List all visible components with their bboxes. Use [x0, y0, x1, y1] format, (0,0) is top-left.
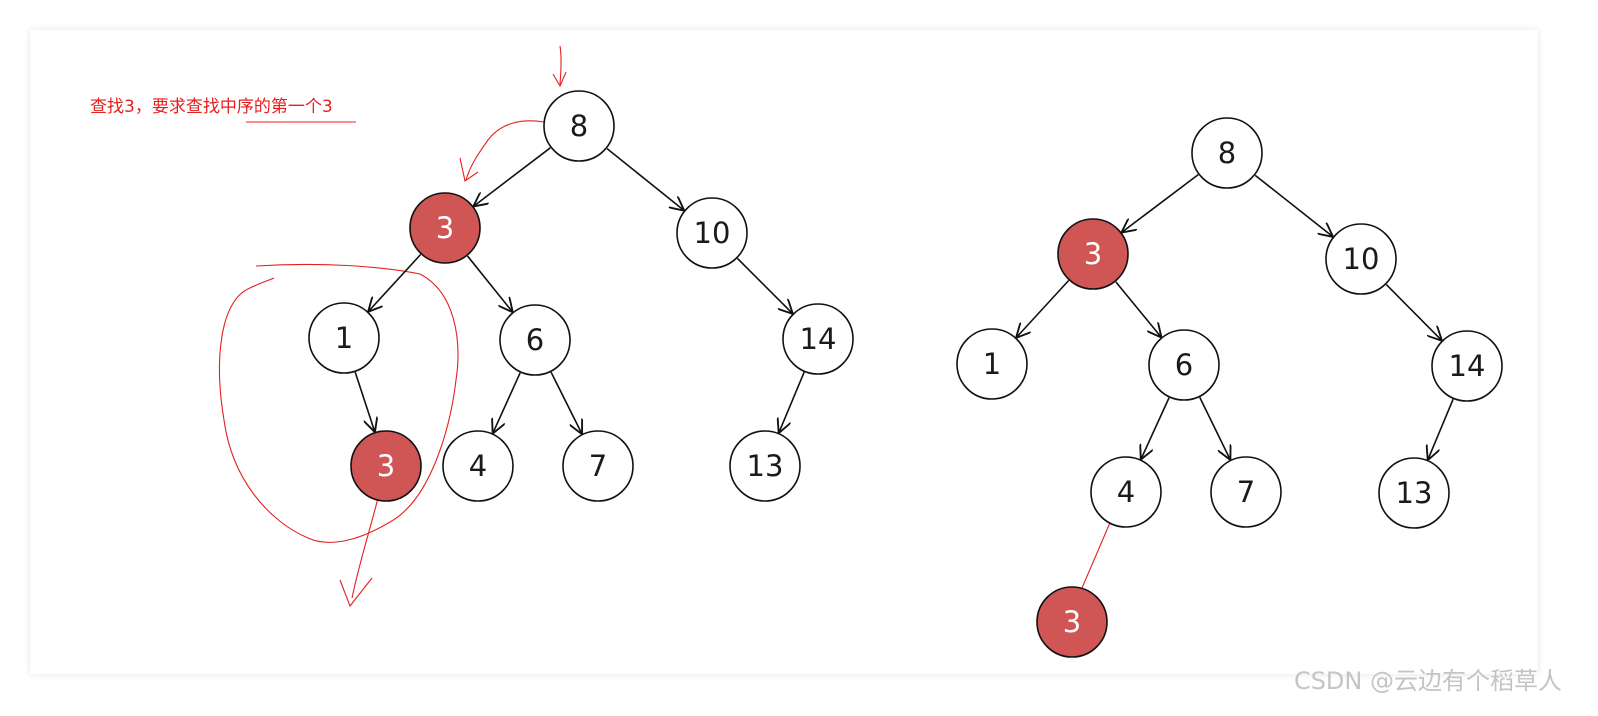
node-circle [499, 304, 571, 376]
node-circle [1431, 330, 1503, 402]
tree-node: 1 [308, 302, 380, 374]
tree-edge [1017, 279, 1070, 337]
node-circle [1148, 329, 1220, 401]
annotation-text: 查找3，要求查找中序的第一个3 [90, 97, 333, 117]
tree-node-highlighted: 3 [409, 192, 481, 264]
node-label: 13 [1396, 476, 1433, 510]
tree-edge [1254, 174, 1332, 236]
tree-node: 13 [1378, 457, 1450, 529]
tree-edge [779, 371, 805, 432]
tree-node-highlighted: 3 [1036, 586, 1108, 658]
node-label: 7 [1237, 475, 1255, 509]
tree-edge [1115, 281, 1161, 337]
tree-edge [474, 147, 551, 206]
node-circle [1057, 218, 1129, 290]
node-circle [562, 430, 634, 502]
tree-node: 8 [1191, 117, 1263, 189]
node-circle [1325, 223, 1397, 295]
diagram-card [30, 30, 1538, 674]
node-label: 4 [1117, 475, 1135, 509]
node-label: 7 [589, 449, 607, 483]
node-label: 6 [1175, 348, 1193, 382]
node-label: 3 [1084, 237, 1102, 271]
tree-edge [1199, 396, 1230, 458]
node-circle [409, 192, 481, 264]
tree-node: 14 [782, 303, 854, 375]
node-label: 3 [436, 211, 454, 245]
tree-node: 13 [729, 430, 801, 502]
node-label: 3 [1063, 605, 1081, 639]
node-circle [676, 197, 748, 269]
tree-edge [736, 257, 791, 312]
tree-node: 4 [1090, 456, 1162, 528]
tree-edge [1123, 174, 1199, 232]
pen-arrow-bottom [339, 497, 379, 608]
node-circle [1036, 586, 1108, 658]
node-circle [956, 328, 1028, 400]
node-circle [782, 303, 854, 375]
tree-node-highlighted: 3 [350, 430, 422, 502]
node-label: 14 [1449, 349, 1486, 383]
tree-edge [1428, 398, 1454, 459]
tree-node: 4 [442, 430, 514, 502]
node-label: 6 [526, 323, 544, 357]
tree-edge [493, 372, 521, 432]
node-label: 4 [469, 449, 487, 483]
tree-node: 14 [1431, 330, 1503, 402]
tree-node: 8 [543, 90, 615, 162]
node-circle [442, 430, 514, 502]
node-circle [1191, 117, 1263, 189]
tree-edge [1141, 397, 1170, 459]
watermark: CSDN @云边有个稻草人 [1293, 667, 1562, 695]
pen-connector [1081, 517, 1113, 589]
node-circle [1090, 456, 1162, 528]
node-circle [729, 430, 801, 502]
tree-node: 7 [562, 430, 634, 502]
node-label: 1 [335, 321, 353, 355]
node-label: 13 [747, 449, 784, 483]
node-circle [350, 430, 422, 502]
node-circle [1378, 457, 1450, 529]
tree-edge [466, 255, 512, 311]
pen-arrow-top [552, 45, 567, 88]
node-circle [543, 90, 615, 162]
node-label: 10 [1343, 242, 1380, 276]
node-label: 14 [800, 322, 837, 356]
tree-edge [369, 253, 422, 311]
node-label: 8 [1218, 136, 1236, 170]
tree-node: 6 [499, 304, 571, 376]
tree-edge [606, 147, 683, 210]
tree-node: 7 [1210, 456, 1282, 528]
node-label: 8 [570, 109, 588, 143]
tree-edge [1385, 284, 1441, 340]
node-circle [308, 302, 380, 374]
tree-edge [550, 371, 581, 433]
tree-node: 1 [956, 328, 1028, 400]
tree-node: 10 [1325, 223, 1397, 295]
node-circle [1210, 456, 1282, 528]
pen-circle [218, 263, 459, 543]
tree-node-highlighted: 3 [1057, 218, 1129, 290]
tree-node: 10 [676, 197, 748, 269]
pen-arrow-curve [459, 120, 545, 182]
node-label: 10 [694, 216, 731, 250]
tree-edge [354, 371, 374, 431]
node-label: 1 [983, 347, 1001, 381]
tree-node: 6 [1148, 329, 1220, 401]
node-label: 3 [377, 449, 395, 483]
